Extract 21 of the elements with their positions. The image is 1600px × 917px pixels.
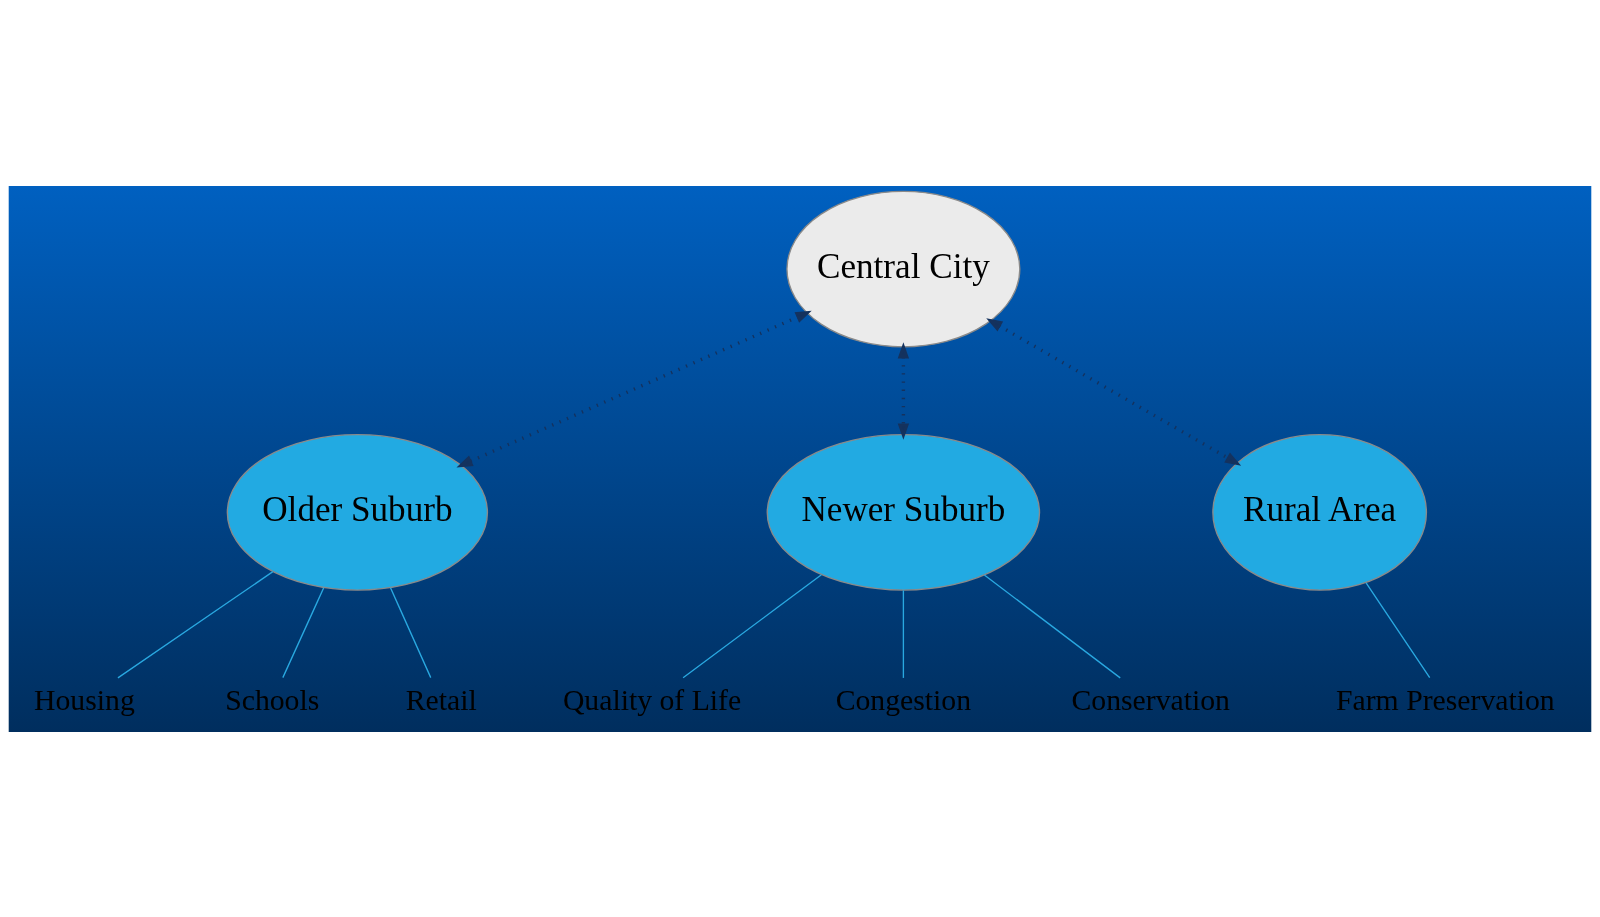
node-ellipse: Rural Area: [1212, 433, 1428, 591]
node-ellipse: Central City: [786, 190, 1021, 347]
connector: [983, 573, 1121, 679]
arrow: [897, 341, 910, 440]
node-ellipse: Newer Suburb: [766, 433, 1041, 591]
connector: [902, 589, 905, 679]
node-text: Housing: [34, 683, 135, 716]
connector: [1365, 581, 1431, 678]
node-text: Farm Preservation: [1335, 683, 1555, 716]
connector: [389, 586, 432, 678]
node-text: Schools: [225, 683, 320, 716]
arrow: [456, 310, 812, 467]
node-ellipse: Older Suburb: [226, 433, 489, 591]
connector: [682, 573, 823, 678]
connector: [282, 586, 325, 678]
node-text: Congestion: [835, 683, 972, 716]
connector: [117, 570, 274, 679]
node-text: Quality of Life: [562, 683, 742, 716]
node-text: Retail: [405, 683, 477, 716]
node-text: Conservation: [1071, 683, 1230, 716]
arrow: [986, 317, 1242, 466]
